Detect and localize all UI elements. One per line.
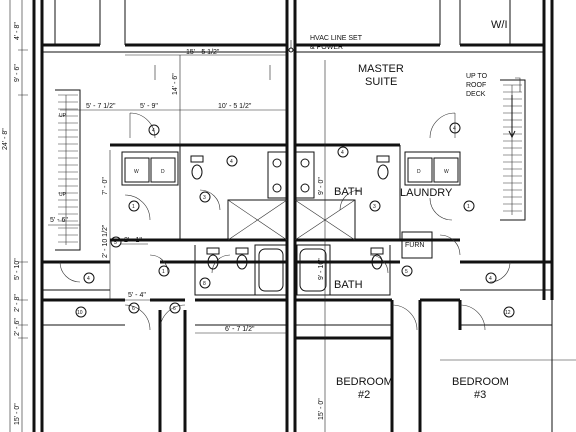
dim-2-6: 2' - 6" [14, 318, 21, 336]
door-swings [59, 112, 511, 331]
dim-5-10: 5' - 10" [14, 258, 21, 280]
stair-treads-left [58, 94, 78, 245]
tag-5: 4 [87, 276, 90, 282]
room-label-bath-lower: BATH [334, 279, 363, 291]
dim-2-8: 2' - 8" [14, 294, 21, 312]
tag-2: 4 [341, 150, 344, 156]
tag-17: 10 [77, 310, 83, 316]
dim-6-7: 6' - 7 1/2" [225, 326, 255, 333]
dim-2-10: 2' - 10 1/2" [102, 224, 109, 258]
room-label-wi: W/I [491, 19, 508, 31]
tag-13: 5 [114, 240, 117, 246]
tag-14: 5 [405, 269, 408, 275]
room-label-bedroom3-line2: #3 [474, 389, 486, 401]
tag-11: 1 [162, 269, 165, 275]
tag-18: 12 [505, 310, 511, 316]
room-label-bath-upper: BATH [334, 186, 363, 198]
room-label-bedroom2-line2: #2 [358, 389, 370, 401]
note-hvac-line2: & POWER [310, 44, 343, 51]
dim-10-5: 10' - 5 1/2" [218, 103, 252, 110]
room-label-furn: FURN [405, 242, 424, 249]
tag-16: 6 [173, 306, 176, 312]
dim-15-0-mid: 15' - 0" [318, 398, 325, 420]
stair-treads-right [503, 84, 522, 215]
dim-5-9: 5' - 9" [140, 103, 158, 110]
room-label-master-line1: MASTER [358, 63, 404, 75]
tag-9: 1 [132, 204, 135, 210]
dim-width-15: 15' - 5 1/2" [186, 49, 220, 56]
dryer-left: D [161, 169, 165, 175]
tag-1: 4 [230, 159, 233, 165]
dryer-right: D [417, 169, 421, 175]
keynote-tags [75, 122, 515, 318]
tag-15: 6 [132, 306, 135, 312]
dim-top-left: 4' - 8" [14, 22, 21, 40]
washer-left: W [134, 169, 139, 175]
room-label-bedroom2-line1: BEDROOM [336, 376, 393, 388]
tag-4: 4 [152, 128, 155, 134]
room-label-laundry: LAUNDRY [400, 187, 453, 199]
room-label-master-line2: SUITE [365, 76, 397, 88]
room-label-bedroom3-line1: BEDROOM [452, 376, 509, 388]
dim-2-1: 2' - 1" [124, 237, 142, 244]
tag-12: 8 [203, 281, 206, 287]
dim-side-24-8: 24' - 8" [2, 128, 9, 150]
note-hvac-line1: HVAC LINE SET [310, 35, 363, 42]
dim-9-10: 9' - 10" [318, 258, 325, 280]
dim-depth-14: 14' - 6" [172, 73, 179, 95]
dimension-lines [9, 0, 576, 432]
tag-8: 3 [373, 204, 376, 210]
dim-5-7: 5' - 7 1/2" [86, 103, 116, 110]
stair-up-upper: UP [59, 113, 67, 119]
tag-7: 3 [203, 195, 206, 201]
washer-right: W [444, 169, 449, 175]
tag-3: 4 [453, 126, 456, 132]
dim-9-0: 9' - 0" [318, 177, 325, 195]
tag-6: 4 [489, 276, 492, 282]
dim-side-9-6: 9' - 6" [14, 64, 21, 82]
dim-15-0-left: 15' - 0" [14, 403, 21, 425]
plumbing-fixtures [124, 151, 459, 292]
dim-7-0: 7' - 0" [102, 177, 109, 195]
note-roof-line2: ROOF [466, 82, 486, 89]
note-roof-line3: DECK [466, 91, 486, 98]
dim-5-6: 5' - 6" [50, 217, 68, 224]
dim-5-4: 5' - 4" [128, 292, 146, 299]
walls [32, 0, 554, 432]
tag-10: 1 [467, 204, 470, 210]
note-roof-line1: UP TO [466, 73, 488, 80]
stair-up-lower: UP [59, 192, 67, 198]
